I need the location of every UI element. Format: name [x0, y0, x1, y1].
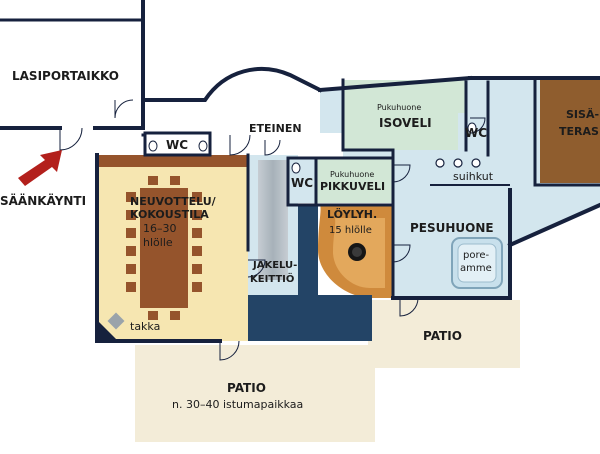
label-patio-main: PATIO	[227, 381, 266, 395]
patio-right-deck	[368, 300, 520, 368]
label-eteinen: ETEINEN	[249, 122, 302, 135]
label-sisateras-1: SISÄ-	[566, 107, 599, 121]
label-sauna-1: LÖYLYH.	[327, 207, 377, 221]
label-entrance: SÄÄNKÄYNTI	[0, 193, 86, 208]
kitchen-dark-strip	[298, 205, 318, 300]
label-takka: takka	[130, 320, 160, 333]
sisateras-room	[540, 78, 600, 183]
fireplace-icon	[107, 312, 125, 330]
label-suihkut: suihkut	[453, 170, 494, 183]
sauna-wall-mass	[248, 295, 372, 341]
dressing-room-pikkuveli	[315, 158, 393, 203]
label-pool-2: amme	[460, 263, 492, 274]
label-pool-1: pore-	[463, 250, 490, 261]
label-kitchen-2: KEITTIÖ	[250, 271, 294, 285]
label-pikkuveli: PIKKUVELI	[320, 180, 385, 193]
label-isoveli: ISOVELI	[379, 116, 432, 130]
walls	[0, 0, 600, 343]
label-wc-small: WC	[291, 176, 313, 190]
doors	[59, 99, 486, 361]
label-meeting-3: 16–30	[143, 222, 177, 235]
label-sauna-2: 15 hlölle	[329, 225, 372, 236]
label-pukuhuone-pikku-small: Pukuhuone	[330, 170, 374, 179]
label-meeting-2: KOKOUSTILA	[130, 208, 209, 221]
label-pesuhuone: PESUHUONE	[410, 221, 494, 235]
label-meeting-1: NEUVOTTELU/	[130, 195, 217, 208]
label-wc-top: WC	[166, 138, 188, 152]
shower-heads	[435, 158, 481, 168]
label-patio-right: PATIO	[423, 329, 462, 343]
label-lasiportaikko: LASIPORTAIKKO	[12, 69, 119, 83]
dressing-room-isoveli	[343, 80, 466, 150]
meeting-table	[126, 176, 202, 320]
label-sisateras-2: TERAS	[559, 125, 599, 138]
label-wc-right: WC	[465, 126, 487, 140]
fireplace	[97, 320, 118, 341]
meeting-room-top-band	[97, 155, 248, 167]
label-pukuhuone-iso-small: Pukuhuone	[377, 103, 421, 112]
label-patio-seats: n. 30–40 istumapaikkaa	[172, 398, 303, 411]
entrance-arrow-icon	[18, 150, 62, 186]
patio-main-deck	[135, 345, 375, 442]
label-meeting-4: hlölle	[143, 236, 173, 249]
wc-fixtures	[148, 122, 477, 174]
label-kitchen-1: JAKELU-	[252, 260, 297, 271]
eteinen-corridor	[145, 133, 343, 203]
